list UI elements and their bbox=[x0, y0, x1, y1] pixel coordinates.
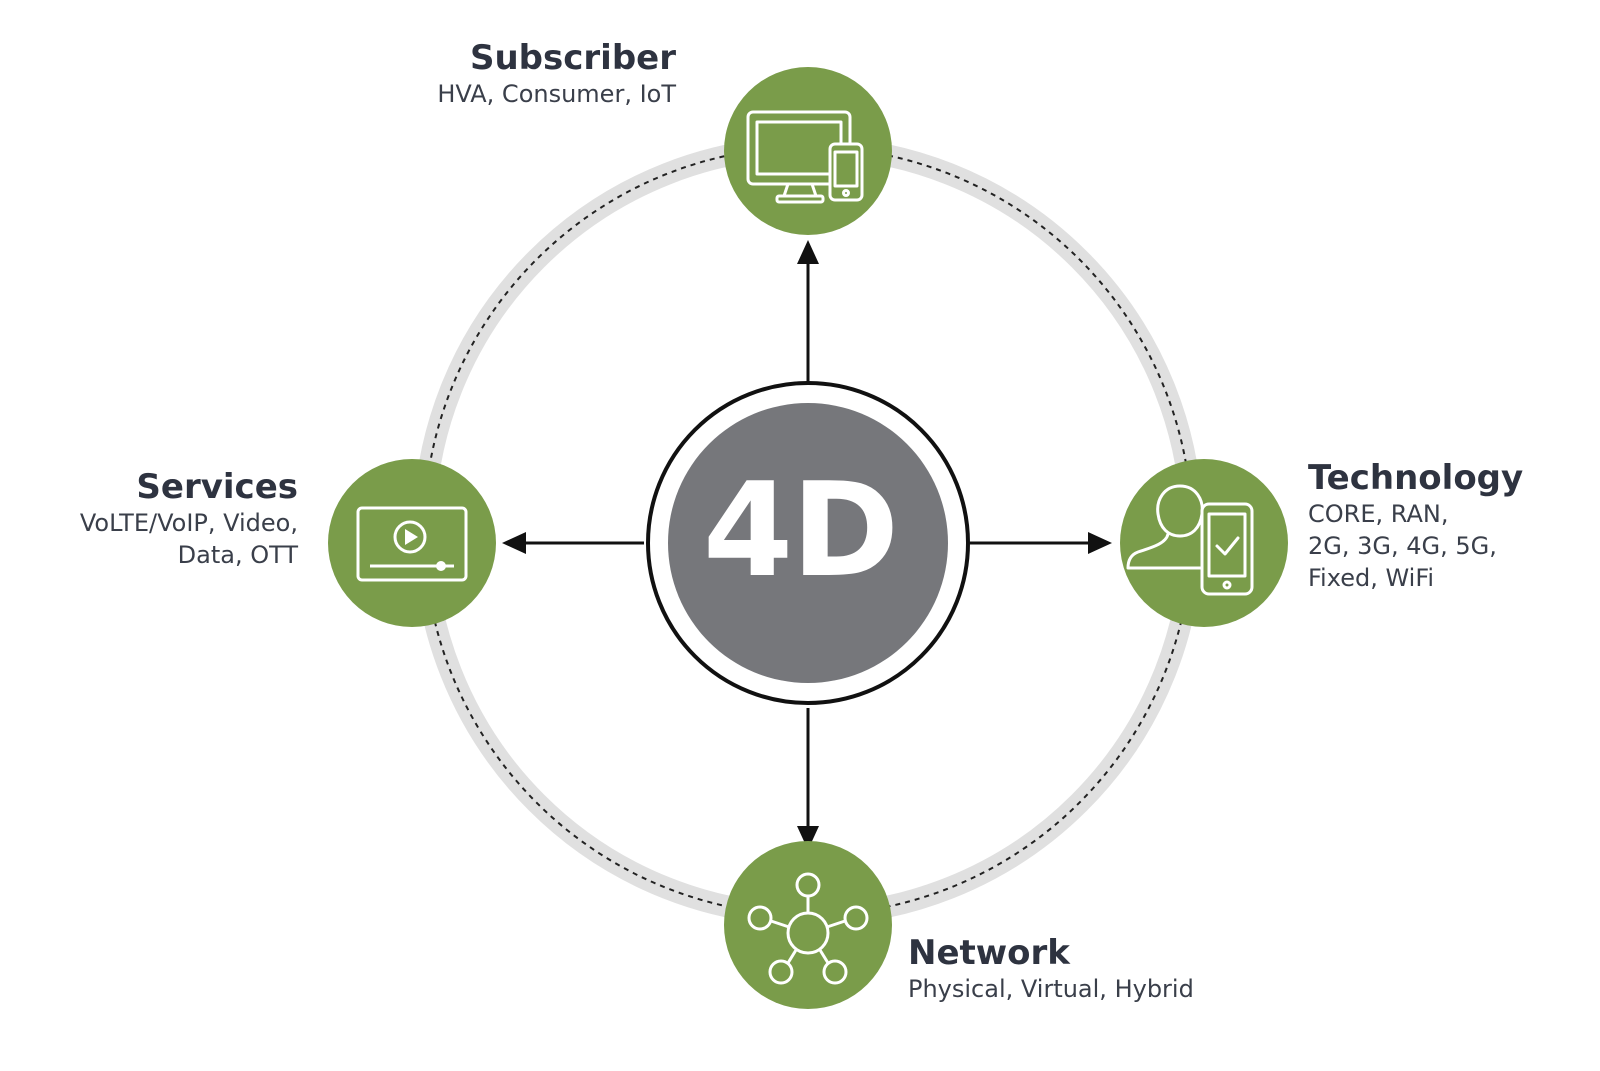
arrowhead-down bbox=[797, 826, 819, 850]
center-label: 4D bbox=[702, 454, 899, 606]
arrows bbox=[502, 240, 1112, 850]
technology-line-2: 2G, 3G, 4G, 5G, bbox=[1308, 532, 1497, 560]
technology-title: Technology bbox=[1308, 458, 1524, 498]
label-network: Network Physical, Virtual, Hybrid bbox=[908, 933, 1194, 1005]
technology-line-1: CORE, RAN, bbox=[1308, 500, 1449, 528]
network-line-1: Physical, Virtual, Hybrid bbox=[908, 975, 1194, 1003]
video-player-icon bbox=[356, 506, 468, 582]
node-network bbox=[724, 841, 892, 1009]
technology-line-3: Fixed, WiFi bbox=[1308, 564, 1435, 592]
arrowhead-left bbox=[502, 532, 526, 554]
center-gray-disc bbox=[668, 403, 948, 683]
services-title: Services bbox=[136, 467, 298, 507]
label-subscriber: Subscriber HVA, Consumer, IoT bbox=[437, 38, 676, 110]
user-phone-check-icon bbox=[1126, 484, 1254, 596]
subscriber-title: Subscriber bbox=[469, 38, 676, 78]
services-line-2: Data, OTT bbox=[177, 541, 298, 569]
arrowhead-up bbox=[797, 240, 819, 264]
network-nodes-icon bbox=[747, 872, 869, 985]
devices-icon bbox=[746, 110, 864, 204]
label-services: Services VoLTE/VoIP, Video, Data, OTT bbox=[80, 467, 298, 571]
network-title: Network bbox=[908, 933, 1070, 973]
node-technology bbox=[1120, 459, 1288, 627]
label-technology: Technology CORE, RAN, 2G, 3G, 4G, 5G, Fi… bbox=[1308, 458, 1523, 594]
arrowhead-right bbox=[1088, 532, 1112, 554]
node-services bbox=[328, 459, 496, 627]
subscriber-line-1: HVA, Consumer, IoT bbox=[437, 80, 676, 108]
node-subscriber bbox=[724, 67, 892, 235]
services-line-1: VoLTE/VoIP, Video, bbox=[79, 509, 298, 537]
center-hub bbox=[646, 381, 970, 705]
